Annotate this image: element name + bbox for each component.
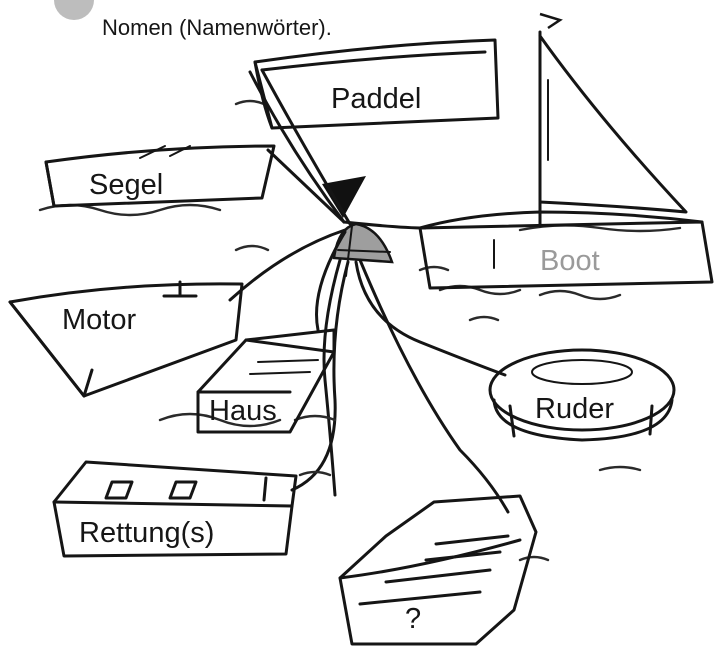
boat-label-motor: Motor: [62, 304, 136, 336]
exercise-number-badge: [54, 0, 94, 20]
boat-label-rettung: Rettung(s): [79, 517, 214, 549]
boat-label-segel: Segel: [89, 169, 163, 201]
boat-motor: [10, 282, 242, 396]
boat-label-unknown: ?: [405, 603, 421, 635]
boat-label-ruder: Ruder: [535, 393, 614, 425]
boat-label-haus: Haus: [209, 395, 277, 427]
flag-icon: [540, 14, 560, 28]
boat-label-boot: Boot: [540, 245, 600, 277]
instruction-text: Nomen (Namenwörter).: [102, 15, 332, 40]
boat-unknown: [340, 496, 536, 644]
boat-label-paddel: Paddel: [331, 83, 421, 115]
connecting-lines: [230, 70, 508, 512]
